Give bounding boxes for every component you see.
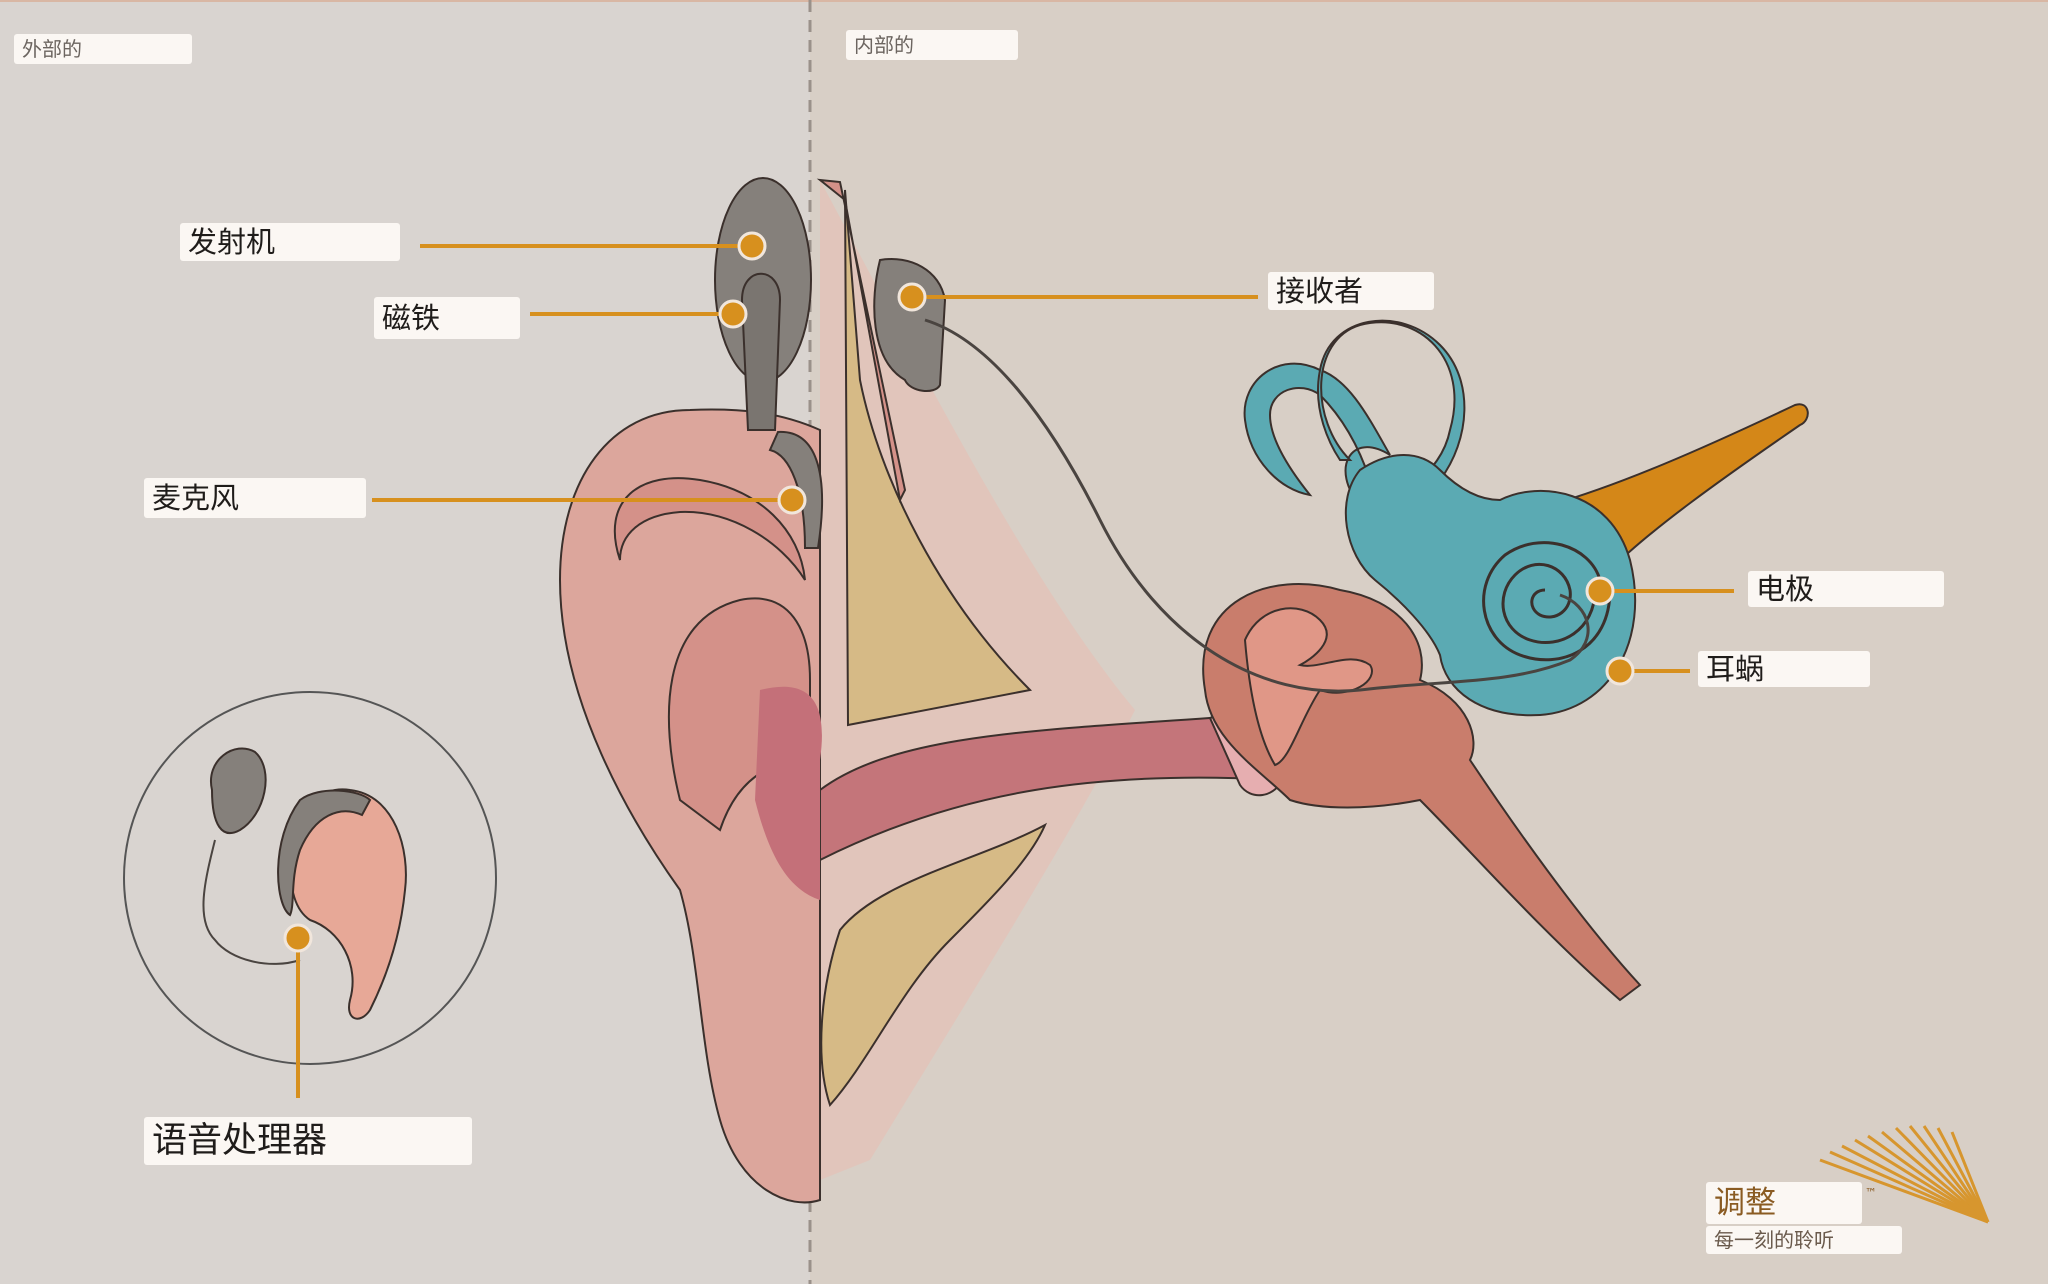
cochlea-spiral <box>1501 562 1597 645</box>
microphone-dot <box>777 485 807 515</box>
brand-name: 调整 <box>1706 1182 1862 1224</box>
inset-ear <box>288 788 407 1020</box>
brand-name-text: 调整 <box>1714 1184 1776 1221</box>
cochlea-label: 耳蜗 <box>1698 651 1870 687</box>
inset-processor <box>277 789 372 917</box>
helix-fold <box>613 477 806 581</box>
callout-dots <box>283 231 1635 953</box>
speech-processor-label: 语音处理器 <box>144 1117 472 1165</box>
brand-tagline: 每一刻的聆听 <box>1706 1226 1902 1254</box>
receiver-dot <box>897 282 927 312</box>
inset-coil <box>209 747 267 835</box>
transmitter-label: 发射机 <box>180 223 400 261</box>
transmitter-dot <box>737 231 767 261</box>
magnet-stem <box>740 272 782 431</box>
inset-cable <box>202 839 301 965</box>
brand-logo <box>1819 1125 1990 1224</box>
external-section-tag: 外部的 <box>14 34 192 64</box>
concha <box>755 686 822 900</box>
speech-processor-dot <box>283 923 313 953</box>
microphone-label: 麦克风 <box>144 478 366 518</box>
electrode-lead <box>924 318 1590 693</box>
receiver-label: 接收者 <box>1268 272 1434 310</box>
magnet-dot <box>718 299 748 329</box>
callout-lines <box>296 244 1734 1098</box>
electrode-dot <box>1585 576 1615 606</box>
electrode-label: 电极 <box>1748 571 1944 607</box>
cochlea-dot <box>1605 656 1635 686</box>
scalp-layer <box>816 178 907 504</box>
ossicles <box>1243 607 1373 767</box>
brand-trademark: ™ <box>1865 1186 1877 1200</box>
magnet-label: 磁铁 <box>374 297 520 339</box>
receiver-body <box>873 258 947 392</box>
internal-section-tag: 内部的 <box>846 30 1018 60</box>
skull-bone-upper <box>844 189 1033 727</box>
skull-bone-lower <box>820 822 1048 1107</box>
microphone-hook <box>768 430 824 549</box>
